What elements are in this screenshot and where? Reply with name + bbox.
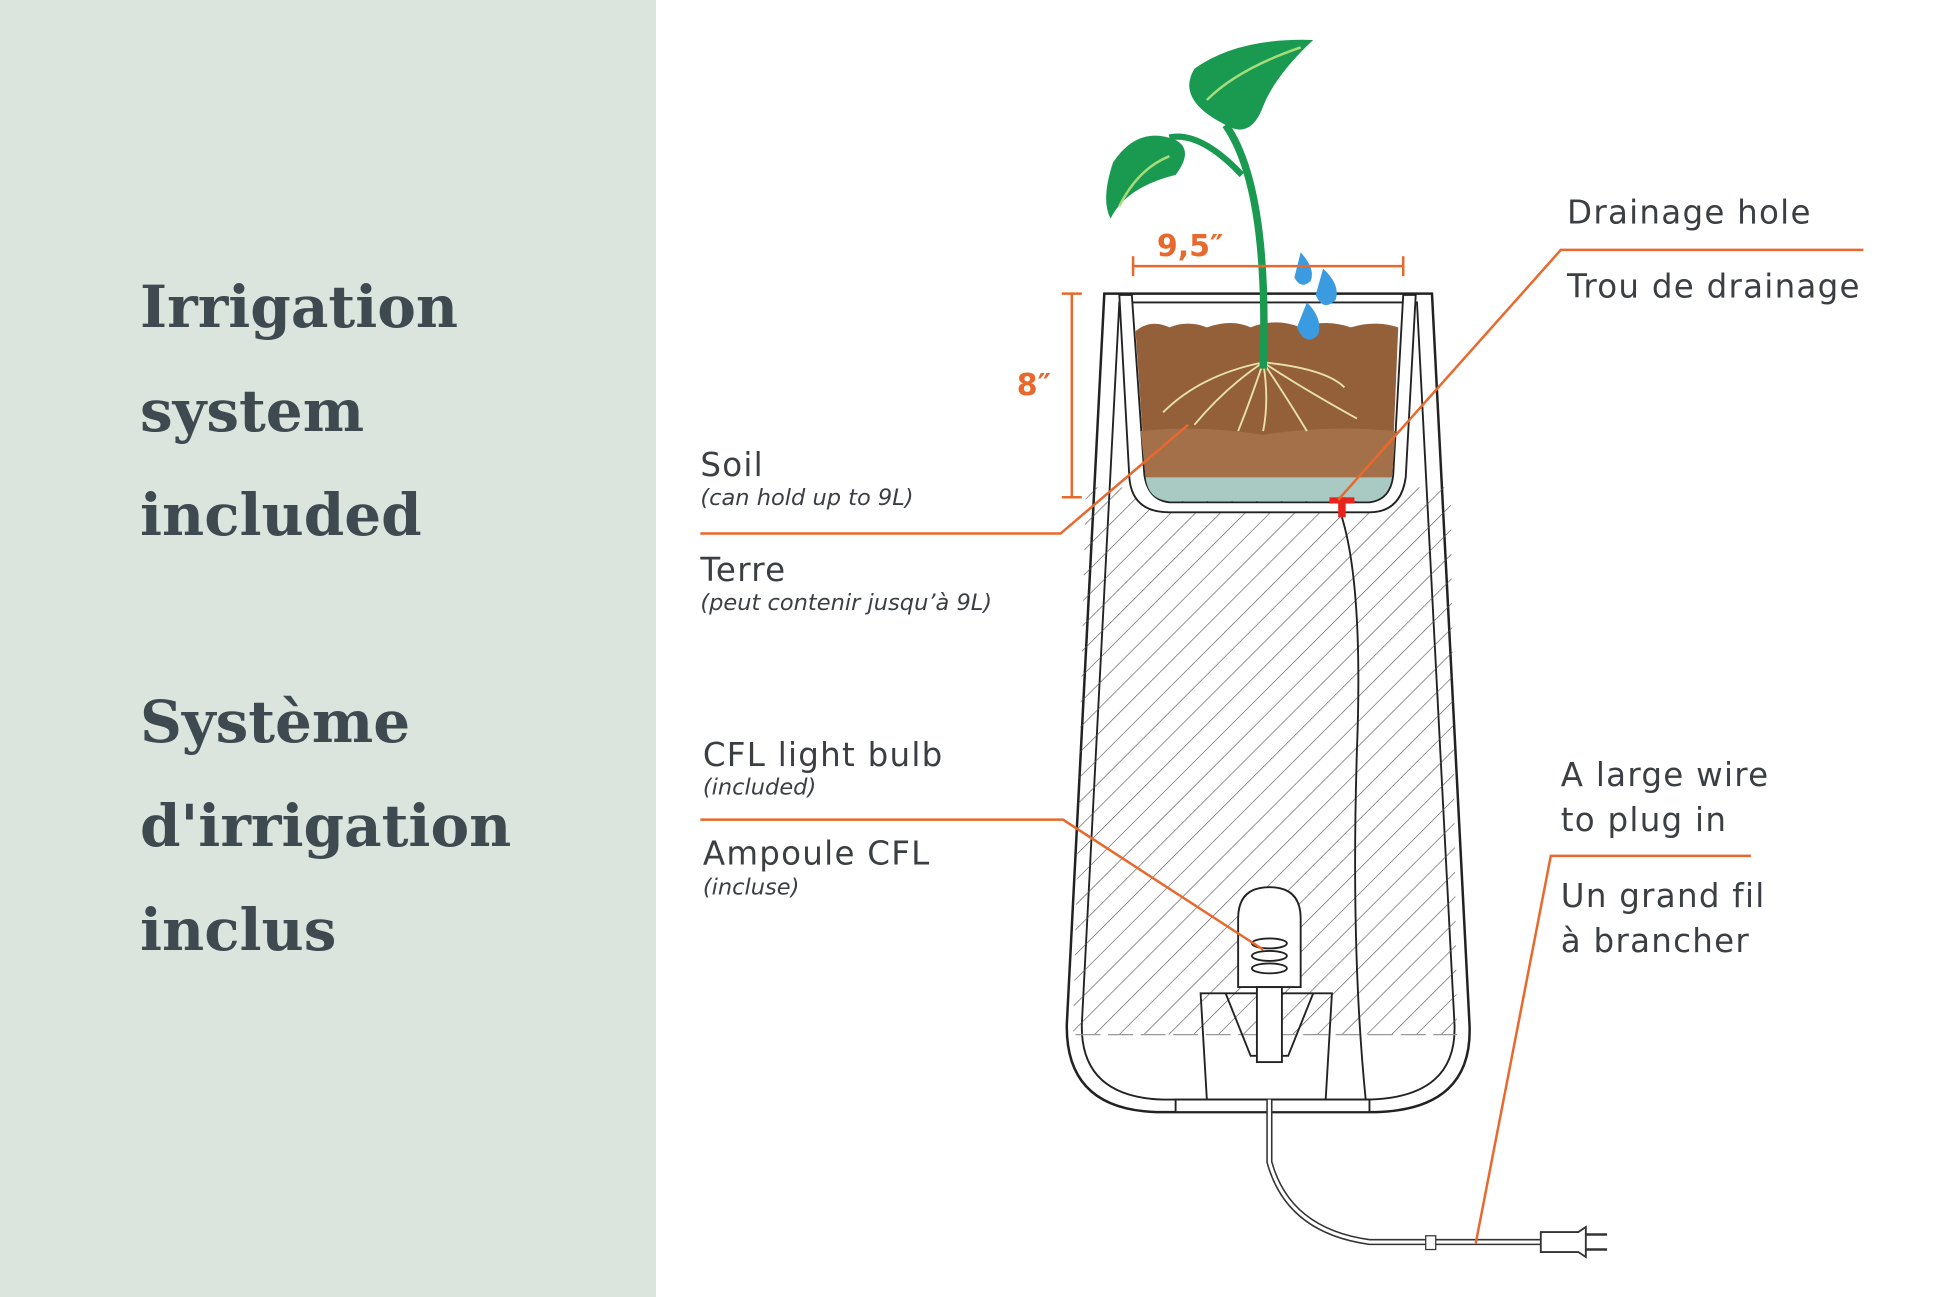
plug-icon — [1539, 1225, 1587, 1259]
plant-illustration — [1106, 39, 1314, 369]
wire-label: A large wire — [1561, 756, 1770, 794]
bulb-label: CFL light bulb — [703, 736, 944, 774]
heading-line: system — [140, 377, 365, 445]
heading-french: Système d'irrigation inclus — [140, 670, 511, 982]
heading-line: Système — [140, 688, 411, 756]
power-cord — [1266, 1099, 1608, 1259]
bulb-note: (included) — [703, 775, 816, 801]
water-drops-icon — [1294, 252, 1337, 340]
water-layer — [1145, 477, 1392, 502]
heading-line: included — [140, 481, 422, 549]
leader-lines — [700, 248, 1864, 1244]
drainage-label-fr: Trou de drainage — [1566, 267, 1861, 305]
soil-note: (can hold up to 9L) — [700, 485, 913, 511]
bulb-note-fr: (incluse) — [703, 875, 800, 901]
terre-label: Terre — [699, 551, 786, 589]
dimension-lines — [1061, 256, 1405, 499]
soil-label: Soil — [700, 446, 764, 484]
height-dimension: 8″ — [1017, 368, 1051, 403]
width-dimension: 9,5″ — [1157, 229, 1224, 264]
drainage-label: Drainage hole — [1567, 194, 1812, 232]
terre-note: (peut contenir jusqu’à 9L) — [700, 590, 992, 616]
soil-reservoir — [1118, 293, 1417, 514]
roots — [1162, 361, 1358, 432]
title-panel: Irrigation system included Système d'irr… — [0, 0, 656, 1297]
heading-line: d'irrigation — [140, 792, 512, 860]
cfl-bulb-icon — [1174, 886, 1371, 1114]
heading-line: Irrigation — [140, 273, 459, 341]
heading-english: Irrigation system included — [140, 255, 458, 567]
bulb-label-fr: Ampoule CFL — [703, 835, 931, 873]
drainage-hole-icon — [1329, 497, 1367, 1100]
wire-label-fr: Un grand fil — [1561, 877, 1766, 915]
heading-line: inclus — [140, 896, 337, 964]
wire-label: to plug in — [1561, 801, 1727, 839]
wire-label-fr: à brancher — [1561, 922, 1750, 960]
